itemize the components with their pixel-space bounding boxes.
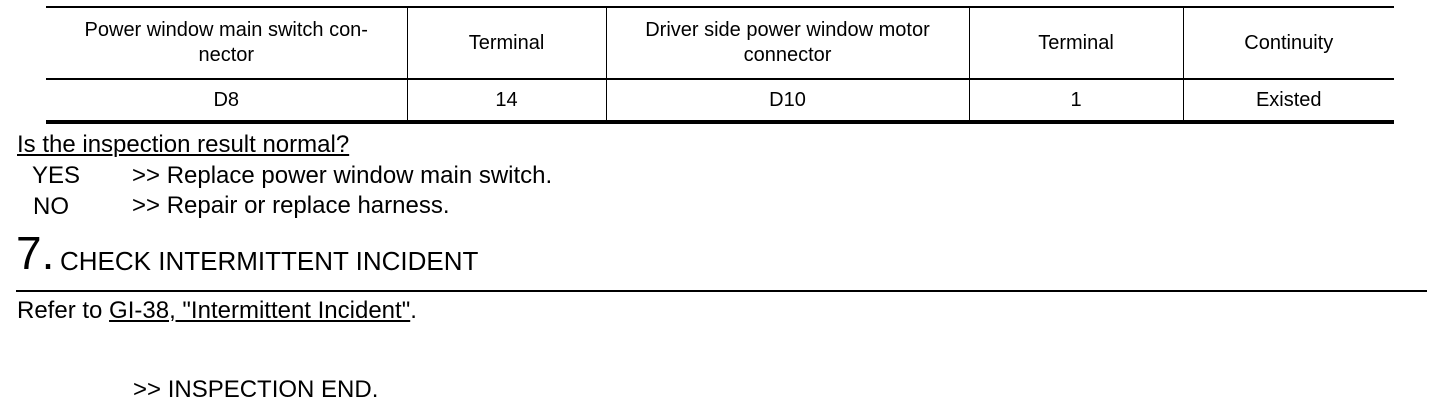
header-main-switch-connector: Power window main switch con-nector xyxy=(46,6,408,80)
refer-prefix: Refer to xyxy=(17,297,110,324)
answer-yes-text: >> Replace power window main switch. xyxy=(132,162,553,189)
table-header-row: Power window main switch con-nector Term… xyxy=(46,6,1394,80)
section-divider xyxy=(16,290,1427,292)
header-continuity: Continuity xyxy=(1182,6,1394,80)
answer-yes-key: YES xyxy=(32,162,81,189)
cell-main-switch-connector: D8 xyxy=(46,79,408,124)
cell-terminal-1: 14 xyxy=(406,79,607,124)
answer-no-key: NO xyxy=(33,193,69,220)
answer-no-text: >> Repair or replace harness. xyxy=(132,192,450,219)
inspection-end: >> INSPECTION END. xyxy=(133,376,379,403)
reference-link[interactable]: GI-38, "Intermittent Incident" xyxy=(109,297,411,324)
cell-motor-connector: D10 xyxy=(605,79,970,124)
inspection-question: Is the inspection result normal? xyxy=(17,131,350,158)
continuity-table: Power window main switch con-nector Term… xyxy=(46,6,1394,124)
cell-terminal-2: 1 xyxy=(968,79,1184,124)
refer-line: Refer to GI-38, "Intermittent Incident". xyxy=(17,297,417,325)
step-title: CHECK INTERMITTENT INCIDENT xyxy=(60,246,479,276)
table-row: D8 14 D10 1 Existed xyxy=(46,79,1394,124)
cell-continuity: Existed xyxy=(1182,79,1394,124)
header-terminal-1: Terminal xyxy=(406,6,607,80)
refer-suffix: . xyxy=(410,297,417,324)
header-terminal-2: Terminal xyxy=(968,6,1184,80)
step-number: 7. xyxy=(16,227,55,279)
